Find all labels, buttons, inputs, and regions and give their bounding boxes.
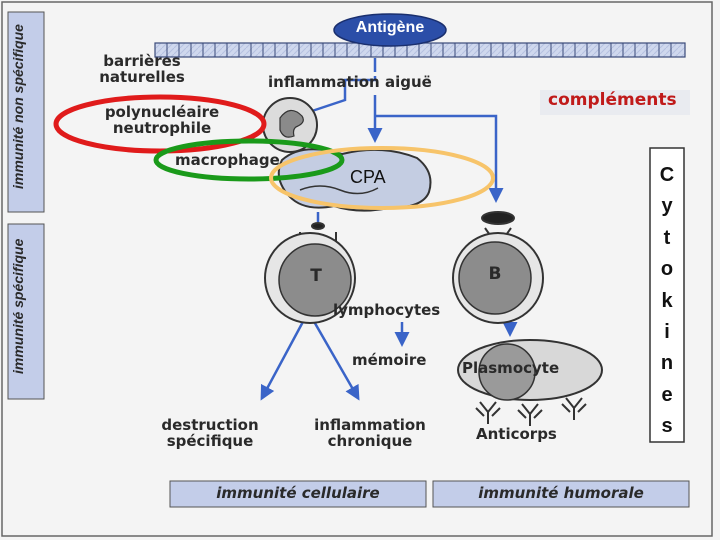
inflammation-chronique-label: inflammation chronique (285, 416, 455, 450)
antigen-ellipse (333, 13, 447, 47)
polynucleaire-line-2: neutrophile (112, 118, 212, 137)
arrow-to-phagocyte (297, 76, 377, 119)
arrows (260, 58, 518, 401)
side-label-specific: immunité spécifique (10, 238, 26, 374)
t-cell-nucleus (278, 243, 352, 317)
plasmocyte-label: Plasmocyte (462, 359, 560, 377)
cytokines-letter: n (660, 352, 674, 375)
cytokines-letter: t (663, 226, 671, 249)
footer-cellulaire-label: immunité cellulaire (216, 484, 380, 502)
inflammation-aigue-label: inflammation aiguë (268, 73, 432, 91)
barrier-strip (154, 42, 686, 58)
cytokines-box (649, 147, 685, 443)
destruction-label: destruction spécifique (130, 416, 290, 450)
footer-humorale-label: immunité humorale (478, 484, 644, 502)
barrier-strip-segments (166, 43, 672, 57)
arrow-t-inflammation (310, 317, 360, 401)
barrieres-label: barrières naturelles (82, 52, 202, 86)
complements-box (540, 90, 690, 115)
cpa-label: CPA (350, 167, 386, 187)
memoire-label: mémoire (352, 351, 427, 369)
barrieres-line-1: barrières (103, 52, 181, 70)
barrieres-line-2: naturelles (99, 67, 185, 86)
highlight-red (53, 94, 267, 154)
polynucleaire-line-1: polynucléaire (104, 103, 220, 121)
cpa-blob (277, 148, 432, 212)
cytokines-letter: k (661, 289, 673, 312)
anticorps-label: Anticorps (476, 425, 557, 443)
inflammation-chronique-line-1: inflammation (314, 416, 426, 434)
antigen-label: Antigène (355, 19, 425, 36)
side-label-nonspecific: immunité non spécifique (10, 24, 26, 189)
destruction-line-2: spécifique (166, 431, 254, 450)
cytokines-label: C y t o k i n e s (650, 160, 684, 442)
footer-box-cellulaire (169, 480, 427, 508)
antibody-icons (475, 397, 587, 426)
b-cell-nucleus (458, 241, 532, 315)
cytokines-letter: C (659, 164, 675, 186)
footer-box-humorale (432, 480, 690, 508)
highlight-orange (269, 146, 495, 210)
plasmocyte-nucleus (478, 343, 536, 401)
cytokines-letter: s (661, 415, 673, 437)
b-cell-label: B (488, 264, 502, 284)
inflammation-chronique-line-2: chronique (327, 431, 413, 450)
cytokines-letter: y (661, 195, 673, 218)
cytokines-letter: e (661, 383, 673, 406)
specific-band (7, 223, 45, 400)
complements-label: compléments (548, 90, 677, 110)
phagocyte-nucleus (279, 109, 304, 138)
cytokines-letter: o (660, 258, 674, 281)
destruction-line-1: destruction (161, 416, 259, 434)
t-cell-label: T (310, 266, 322, 286)
arrow-to-b (375, 114, 504, 203)
highlight-green (153, 138, 345, 182)
lymphocytes-label: lymphocytes (333, 301, 441, 319)
nonspecific-band (7, 11, 45, 213)
macrophage-label: macrophage (175, 151, 280, 169)
cytokines-letter: i (664, 320, 670, 343)
arrow-t-destruction (260, 317, 307, 401)
polynucleaire-label: polynucléaire neutrophile (72, 103, 252, 137)
